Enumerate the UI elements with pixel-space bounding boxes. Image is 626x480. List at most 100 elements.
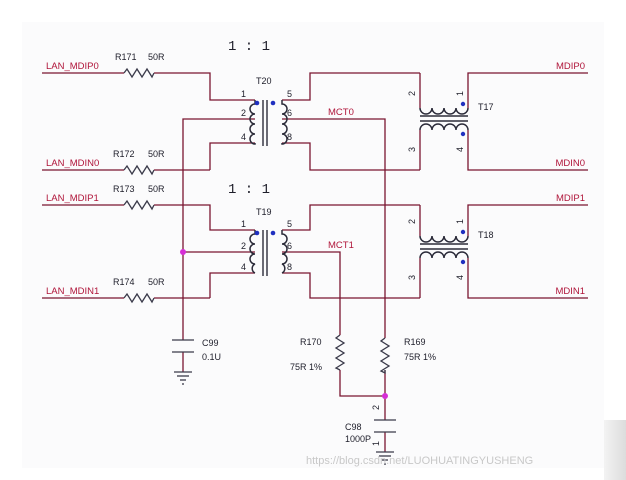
t19-ratio: 1 : 1 — [228, 182, 270, 198]
wire-t17-pin1 — [467, 72, 588, 108]
r173-value: 50R — [148, 184, 165, 194]
junction-dot — [382, 393, 388, 399]
net-label-lan-mdin1: LAN_MDIN1 — [46, 286, 99, 297]
net-label-mct0: MCT0 — [328, 107, 354, 118]
wire-t19-pin8 — [282, 272, 420, 299]
wire-t19-pin4 — [209, 272, 255, 298]
junction-dot — [180, 249, 186, 255]
t17-pin-3: 3 — [407, 147, 417, 152]
t18-pin-3: 3 — [407, 275, 417, 280]
t19-primary-coil — [249, 230, 256, 274]
t19-pin-6: 6 — [287, 241, 292, 251]
net-label-lan-mdip1: LAN_MDIP1 — [46, 193, 99, 204]
t19-phase-dot-primary — [254, 230, 260, 236]
r170-value: 75R 1% — [290, 362, 322, 372]
t17-top-coil — [419, 107, 469, 115]
r173-ref: R173 — [113, 184, 135, 194]
net-label-lan-mdin0: LAN_MDIN0 — [46, 158, 99, 169]
c98-value: 1000P — [345, 434, 371, 444]
r171-body — [123, 67, 155, 79]
wire-t20-pin2 — [182, 118, 255, 252]
net-label-lan-mdip0: LAN_MDIP0 — [46, 61, 99, 72]
t19-phase-dot-secondary — [270, 230, 276, 236]
t20-secondary-coil — [281, 100, 288, 145]
wire-lan-mdip1 — [42, 204, 255, 231]
r171-ref: R171 — [115, 52, 137, 62]
r172-ref: R172 — [113, 149, 135, 159]
wire-lan-mdip0 — [42, 72, 255, 101]
r171-value: 50R — [148, 52, 165, 62]
schematic-page — [22, 22, 604, 468]
t20-pin-1: 1 — [241, 89, 246, 99]
capacitor-c98 — [374, 419, 396, 433]
net-label-mct1: MCT1 — [328, 240, 354, 251]
t18-pin-1: 1 — [455, 219, 465, 224]
r173-body — [123, 199, 155, 211]
t17-phase-dot-top — [460, 101, 466, 107]
wires — [42, 72, 588, 452]
t17-pin-1: 1 — [455, 91, 465, 96]
wire-t18-pin4 — [467, 258, 588, 299]
watermark-text: https://blog.csdn.net/LUOHUATINGYUSHENG — [306, 455, 533, 467]
t20-ratio: 1 : 1 — [228, 39, 270, 55]
t18-ref: T18 — [478, 230, 494, 240]
choke-t18 — [419, 229, 469, 265]
r170-ref: R170 — [300, 337, 322, 347]
r174-value: 50R — [148, 277, 165, 287]
t20-pin-6: 6 — [287, 108, 292, 118]
wire-t18-pin1 — [467, 204, 588, 236]
wire-r170-bottom — [339, 370, 385, 397]
t19-pin-8: 8 — [287, 262, 292, 272]
t19-pin-2: 2 — [241, 241, 246, 251]
r172-value: 50R — [148, 149, 165, 159]
net-label-mdip1: MDIP1 — [556, 193, 585, 204]
t20-ref: T20 — [256, 76, 272, 86]
r174-body — [123, 292, 155, 304]
net-label-mdip0: MDIP0 — [556, 61, 585, 72]
t17-pin-2: 2 — [407, 91, 417, 96]
net-label-mdin1: MDIN1 — [555, 286, 585, 297]
c99-ref: C99 — [202, 338, 219, 348]
t17-pin-4: 4 — [455, 147, 465, 152]
t19-secondary-coil — [281, 230, 288, 274]
t18-top-coil — [419, 235, 469, 243]
t19-pin-1: 1 — [241, 219, 246, 229]
c98-ref: C98 — [345, 422, 362, 432]
t19-pin-4: 4 — [241, 262, 246, 272]
c99-value: 0.1U — [202, 352, 221, 362]
t20-pin-8: 8 — [287, 132, 292, 142]
wire-t20-pin8 — [282, 142, 420, 171]
t17-ref: T17 — [478, 102, 494, 112]
r169-value: 75R 1% — [404, 352, 436, 362]
wire-t20-pin5 — [282, 72, 420, 101]
t20-pin-2: 2 — [241, 108, 246, 118]
t20-pin-5: 5 — [287, 89, 292, 99]
t18-pin-2: 2 — [407, 219, 417, 224]
wire-mct1 — [282, 251, 341, 335]
t19-pin-5: 5 — [287, 219, 292, 229]
ground-c99 — [174, 371, 192, 385]
transformer-t19 — [249, 230, 288, 276]
t18-phase-dot-top — [460, 229, 466, 235]
net-label-mdin0: MDIN0 — [555, 158, 585, 169]
choke-t17 — [419, 101, 469, 137]
wire-mct0 — [282, 118, 386, 338]
r169-ref: R169 — [404, 337, 426, 347]
wire-t19-pin5 — [282, 204, 420, 231]
transformer-t20 — [249, 100, 288, 146]
t18-phase-dot-bottom — [460, 259, 466, 265]
series-resistors — [123, 67, 391, 375]
capacitor-c99 — [172, 339, 194, 353]
t20-primary-coil — [249, 100, 256, 145]
t20-phase-dot-primary — [254, 100, 260, 106]
r170-body — [334, 334, 346, 371]
r172-body — [123, 164, 155, 176]
c98-pin-bottom: 1 — [371, 441, 381, 446]
t20-pin-4: 4 — [241, 132, 246, 142]
t19-ref: T19 — [256, 207, 272, 217]
edge-shadow — [604, 420, 626, 480]
t17-phase-dot-bottom — [460, 131, 466, 137]
c98-pin-top: 2 — [371, 405, 381, 410]
